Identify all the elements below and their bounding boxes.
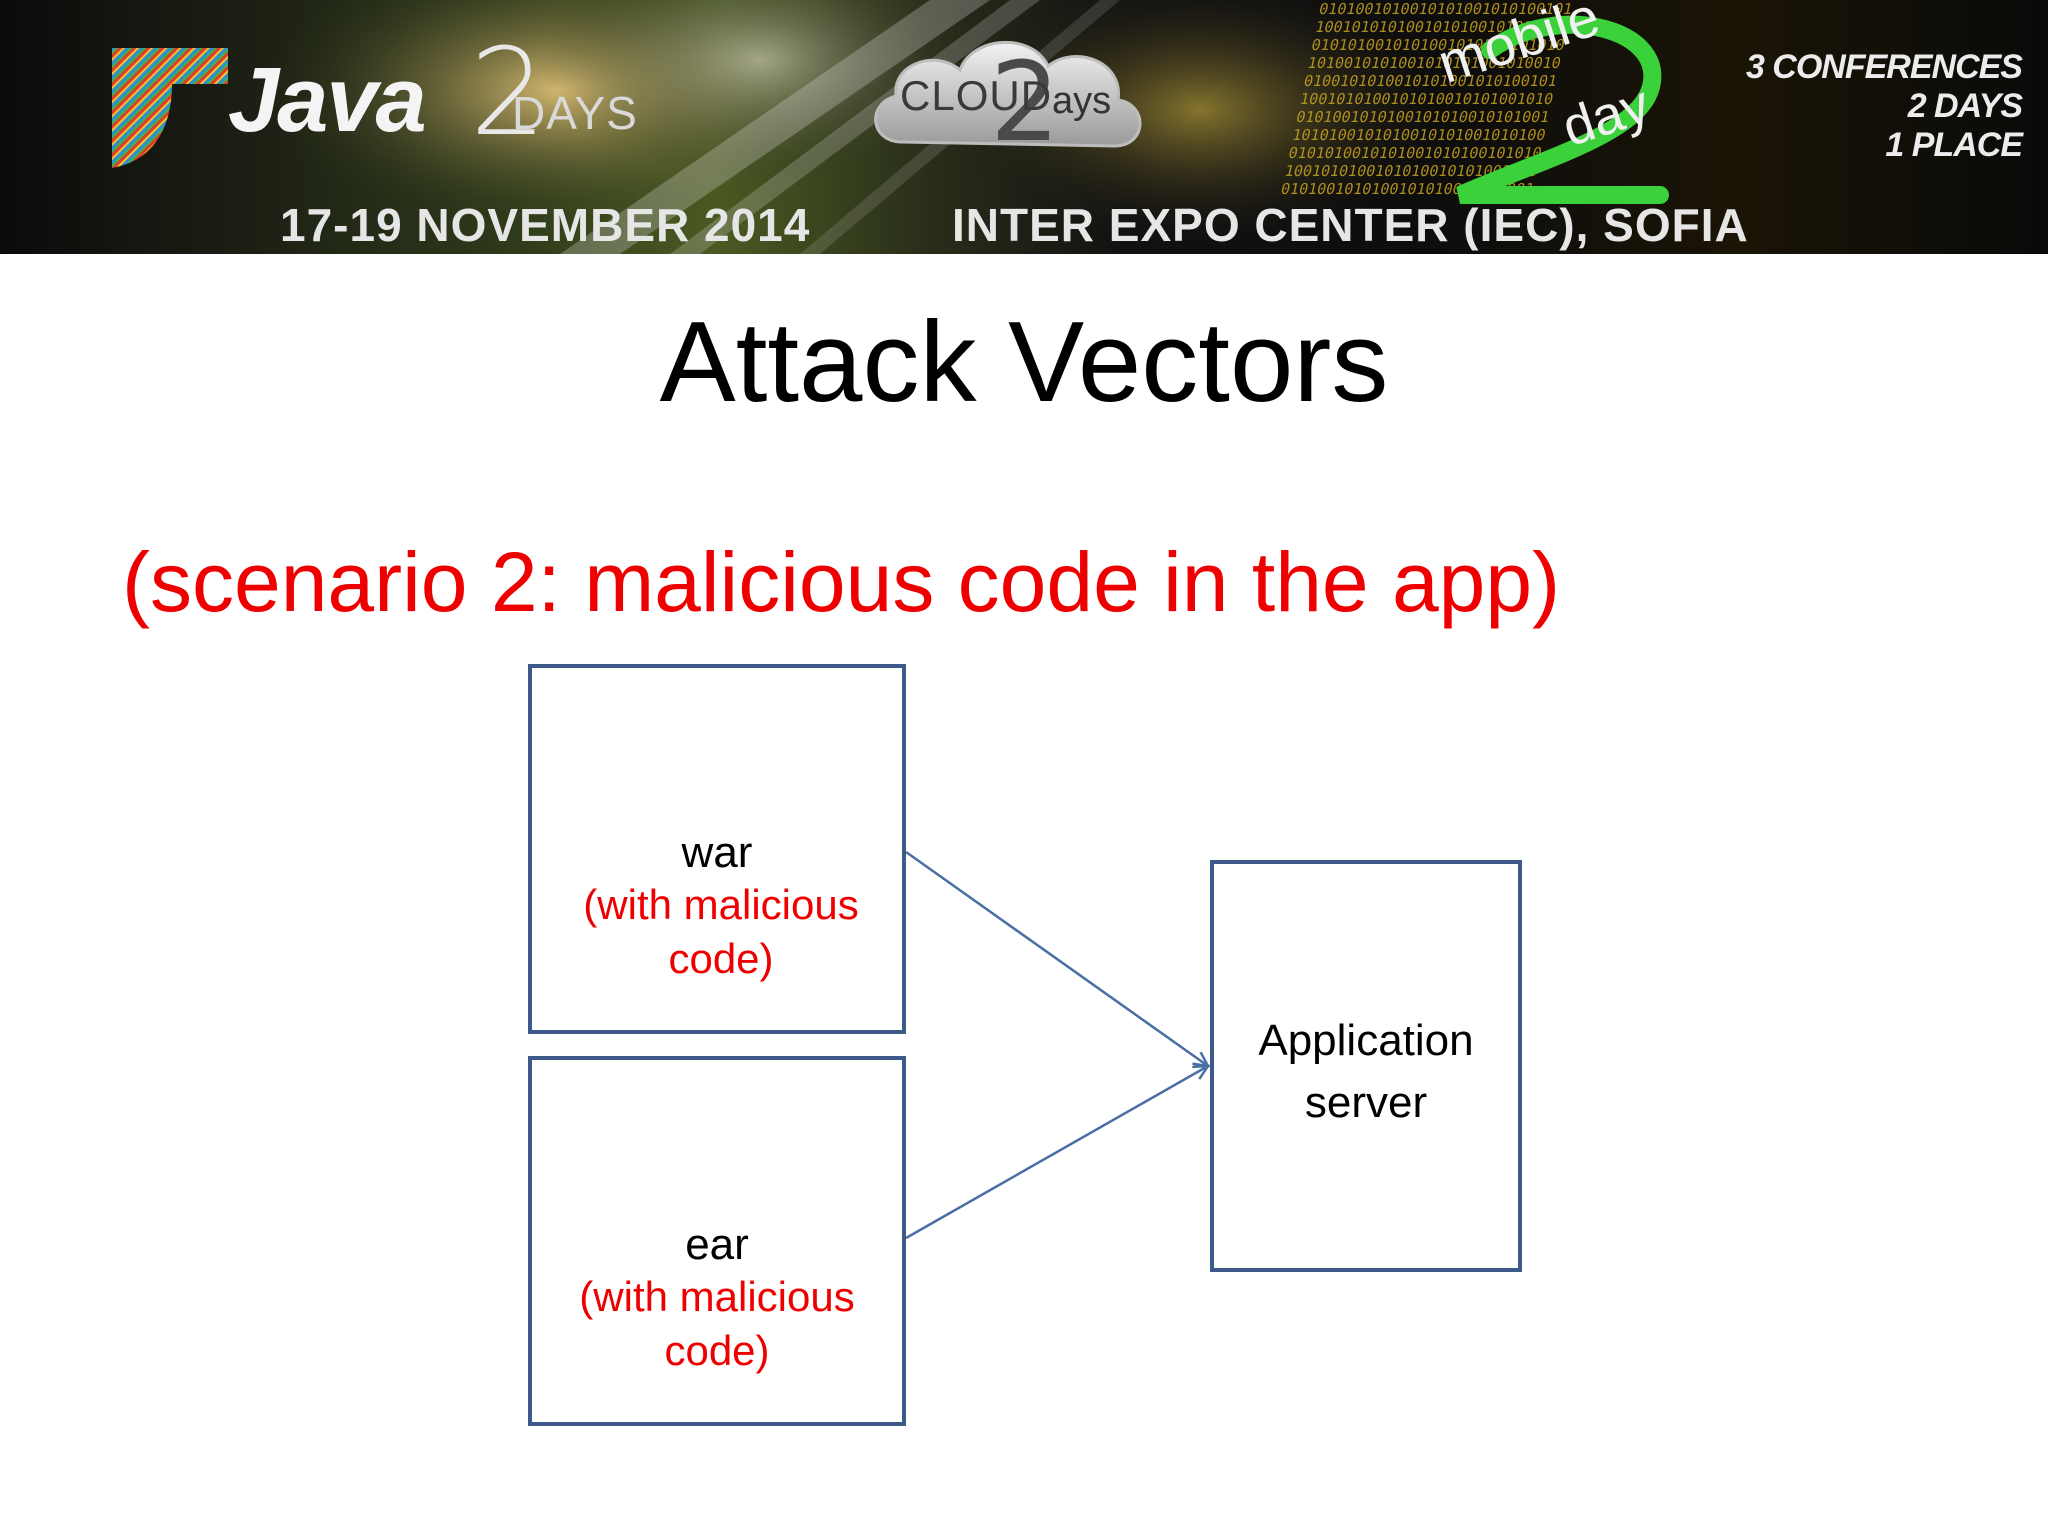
- war-box-content: war (with malicious code): [532, 828, 902, 986]
- event-venue: INTER EXPO CENTER (IEC), SOFIA: [952, 198, 1749, 252]
- slide-title: Attack Vectors: [0, 298, 2048, 428]
- conference-taglines: 3 CONFERENCES 2 DAYS 1 PLACE: [1746, 48, 2022, 165]
- ear-label: ear: [532, 1220, 902, 1270]
- app-label-line2: server: [1214, 1072, 1518, 1134]
- tagline-place: 1 PLACE: [1746, 126, 2022, 165]
- war-label: war: [532, 828, 902, 878]
- ear-note-line1: (with malicious: [532, 1270, 902, 1324]
- arrow-war-to-server: [906, 852, 1208, 1066]
- application-server-box: Application server: [1210, 860, 1522, 1272]
- event-date: 17-19 NOVEMBER 2014: [280, 198, 810, 252]
- tagline-conferences: 3 CONFERENCES: [1746, 48, 2022, 87]
- java-days-days-label: DAYS: [512, 86, 638, 140]
- ear-archive-box: ear (with malicious code): [528, 1056, 906, 1426]
- ear-box-content: ear (with malicious code): [532, 1220, 902, 1378]
- war-note-line2: code): [540, 932, 902, 986]
- tagline-days: 2 DAYS: [1746, 87, 2022, 126]
- war-note-line1: (with malicious: [540, 878, 902, 932]
- slide-subtitle: (scenario 2: malicious code in the app): [122, 532, 1560, 632]
- arrow-ear-to-server: [906, 1066, 1208, 1238]
- ear-note-line2: code): [532, 1324, 902, 1378]
- cloud-days-label: CLOUD: [900, 72, 1052, 120]
- war-archive-box: war (with malicious code): [528, 664, 906, 1034]
- conference-banner: Java 2 DAYS 2 CLOUD ays 0101001010010101…: [0, 0, 2048, 254]
- cloud-days-ays-label: ays: [1052, 80, 1111, 123]
- java-days-logo-text: Java: [228, 48, 425, 153]
- app-label-line1: Application: [1214, 1010, 1518, 1072]
- application-server-label: Application server: [1214, 1010, 1518, 1134]
